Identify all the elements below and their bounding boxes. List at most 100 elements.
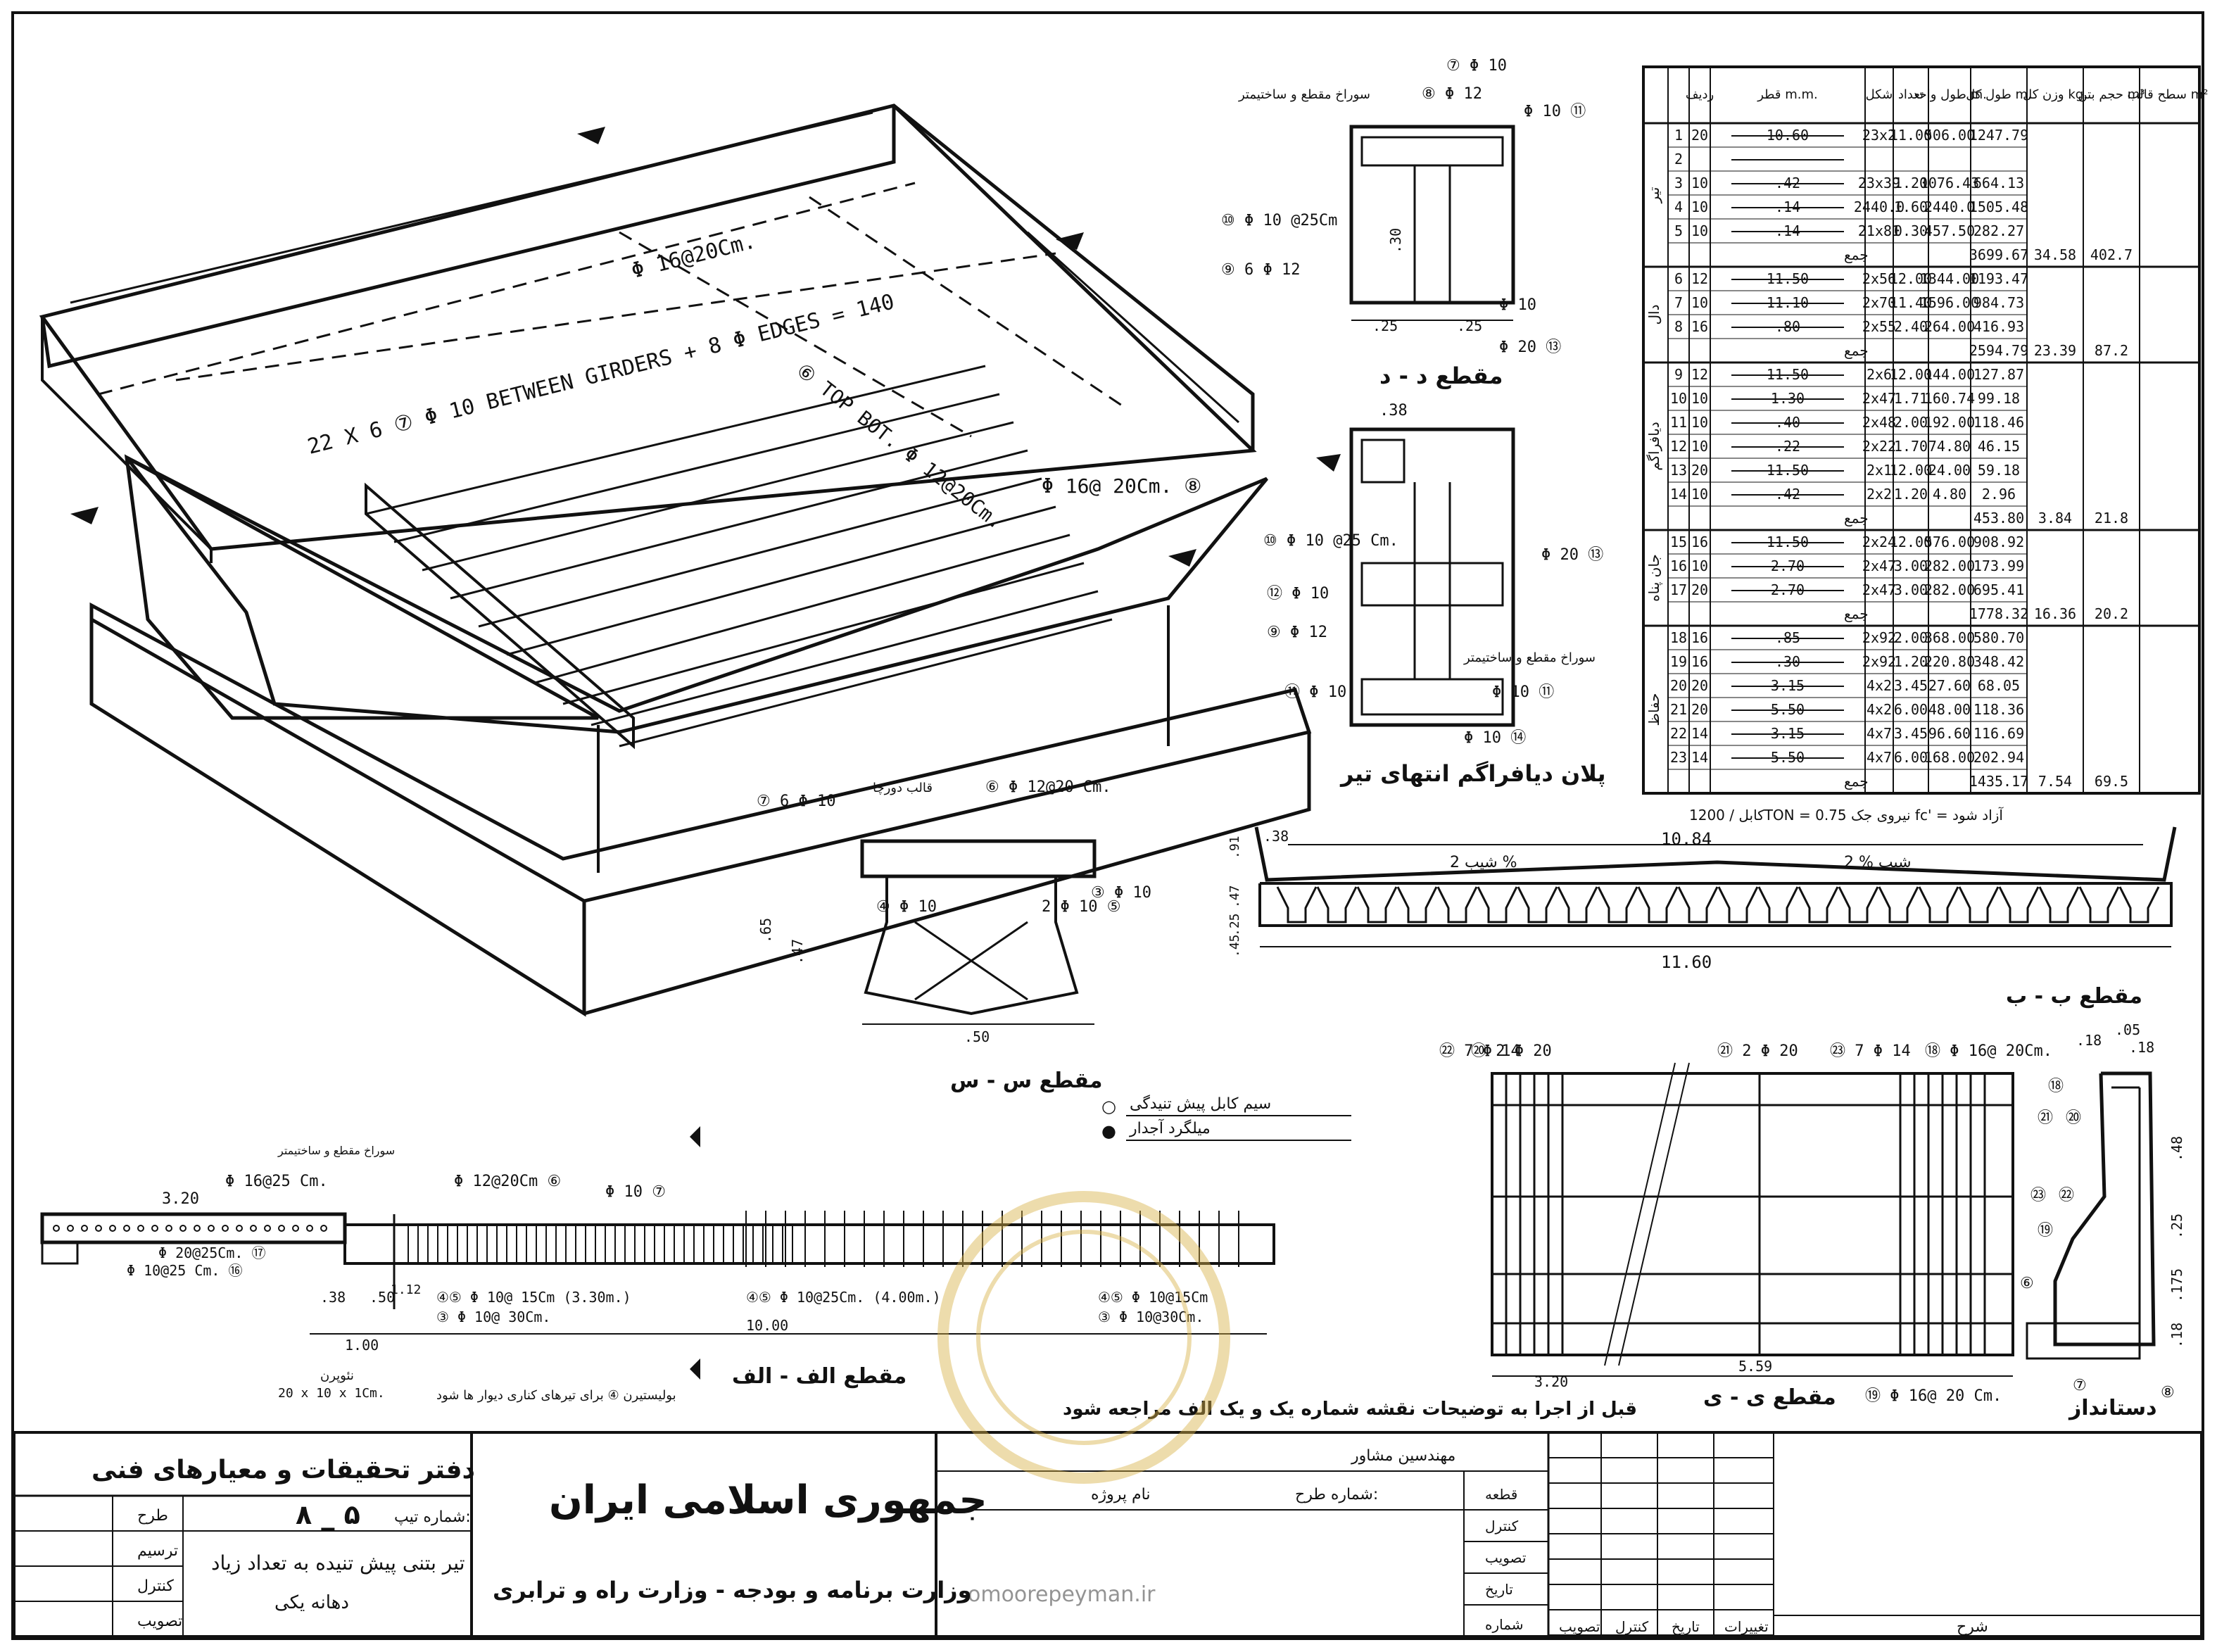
bb-slope-left: شیب 2 %: [1450, 854, 1517, 871]
table-cell: 144.00: [1924, 366, 1975, 383]
approval-row-0: قطعه: [1485, 1486, 1517, 1503]
table-header: شکل: [1866, 87, 1893, 102]
rev-col-0: تغییرات: [1724, 1618, 1769, 1635]
dia-label-7: Φ 10 ⑭: [1464, 729, 1526, 747]
table-header: حجم بتن m³: [2078, 87, 2145, 102]
dd-label-8: سوراخ مقطع و ساختیمتر: [1238, 87, 1370, 102]
table-cell: 14: [1691, 725, 1708, 742]
table-cell: 20: [1670, 677, 1687, 694]
bb-title: مقطع ب - ب: [2006, 984, 2142, 1009]
table-cell: 2x22: [1862, 438, 1896, 455]
table-cell: 10: [1691, 175, 1708, 191]
table-cell: 173.99: [1973, 557, 2024, 574]
section-bb: 10.84 11.60 شیب 2 % 2 % شیب .38 .91 .47 …: [1227, 826, 2177, 1009]
table-cell: 16: [1691, 318, 1708, 335]
table-total: 1435.17: [1969, 773, 2028, 790]
table-cell: 1.20: [1894, 175, 1928, 191]
aa-label-7: ③ Φ 10@ 30Cm.: [436, 1309, 550, 1325]
par-lbl-3: ㉓: [2030, 1187, 2046, 1204]
table-cell: 1.60: [1894, 198, 1928, 215]
table-cell: 14: [1691, 749, 1708, 766]
table-cell: 21x81: [1858, 222, 1900, 239]
section-ss: ⑦ 6 Φ 10 ⑥ Φ 12@20 Cm. قالب دورچا 2 Φ 10…: [757, 778, 1151, 1093]
table-cell: 282.00: [1924, 557, 1975, 574]
table-cell: 3.45: [1894, 677, 1928, 694]
table-cell: 1.20: [1894, 486, 1928, 503]
dia-label-3: ⑫ Φ 10: [1267, 585, 1329, 603]
aa-label-8: ④⑤ Φ 10@25Cm. (4.00m.): [746, 1289, 941, 1306]
table-cell: 3.00: [1894, 557, 1928, 574]
yy-label-5: ⑲ Φ 16@ 20 Cm.: [1865, 1387, 2002, 1405]
aa-label-13: .38: [320, 1289, 346, 1306]
table-cell: 1193.47: [1969, 270, 2028, 287]
country-name: جمهوری اسلامی ایران: [549, 1477, 987, 1523]
table-cell: 2x48: [1862, 414, 1896, 431]
watermark: omoorepeyman.ir: [937, 1191, 1230, 1607]
table-formwork: 402.7: [2090, 246, 2133, 263]
table-concrete: 3.84: [2038, 510, 2072, 527]
aa-title: مقطع الف - الف: [732, 1364, 907, 1389]
table-cell: 2x2: [1867, 486, 1892, 503]
aa-label-17: سوراخ مقطع و ساختیمتر: [277, 1144, 395, 1158]
table-concrete: 7.54: [2038, 773, 2072, 790]
yy-label-4: ⑱ Φ 16@ 20Cm.: [1925, 1042, 2052, 1060]
dd-label-2: ⑨ 6 Φ 12: [1221, 261, 1300, 279]
table-cell: 12: [1670, 438, 1687, 455]
diaphragm-plan: .38 Φ 20 ⑬ ⑩ Φ 10 @25 Cm. ⑫ Φ 10 ⑨ Φ 12 …: [1263, 402, 1606, 787]
table-cell: 908.92: [1973, 534, 2024, 550]
table-cell: 3: [1674, 175, 1683, 191]
table-total-label: جمع: [1844, 342, 1869, 359]
yy-label-3: ㉓ 7 Φ 14: [1830, 1042, 1911, 1060]
table-cell: 4x7: [1867, 725, 1892, 742]
table-cell: 282.27: [1973, 222, 2024, 239]
table-header: طول کل m.: [1966, 87, 2032, 102]
legend-text-1: میلگرد آجدار: [1129, 1118, 1211, 1137]
dd-label-1: ⑩ Φ 10 @25Cm: [1221, 212, 1337, 229]
section-aa: 3.20 Φ 16@25 Cm. Φ 12@20Cm ⑥ Φ 10 ⑦ Φ 20…: [40, 1126, 1275, 1403]
par-lbl-2: ⑳: [2066, 1109, 2081, 1127]
par-dim-2: .18: [2129, 1039, 2154, 1056]
aa-label-2: Φ 12@20Cm ⑥: [454, 1173, 561, 1190]
table-cell: 11.00: [1890, 127, 1932, 144]
table-cell: 2: [1674, 151, 1683, 168]
table-cell: 10: [1691, 390, 1708, 407]
table-cell: 9: [1674, 366, 1683, 383]
table-cell: 6: [1674, 270, 1683, 287]
role-approval: تصویب: [137, 1613, 182, 1630]
par-dim-5: .175: [2168, 1268, 2185, 1302]
sheet-number-label: شماره تیپ:: [394, 1508, 471, 1526]
table-cell: 2x47: [1862, 390, 1896, 407]
table-cell: 10: [1691, 294, 1708, 311]
table-cell: 6.00: [1894, 749, 1928, 766]
par-dim-1: .05: [2115, 1021, 2140, 1038]
project-sub: دهانه یکی: [274, 1592, 349, 1613]
table-cell: 1596.00: [1920, 294, 1979, 311]
aa-label-1: Φ 16@25 Cm.: [225, 1173, 328, 1190]
table-cell: 118.36: [1973, 701, 2024, 718]
edge-bar-label: Φ 16@ 20Cm. ⑧: [1042, 474, 1201, 498]
par-lbl-6: ⑥: [2020, 1275, 2034, 1292]
table-cell: 2440.0: [1924, 198, 1975, 215]
table-concrete: 16.36: [2034, 605, 2076, 622]
table-cell: 192.00: [1924, 414, 1975, 431]
project-name-label: نام پروژه: [1091, 1486, 1150, 1503]
table-cell: 984.73: [1973, 294, 2024, 311]
table-formwork: 69.5: [2095, 773, 2128, 790]
rev-col-2: کنترل: [1615, 1618, 1649, 1635]
role-drawing: ترسیم: [137, 1542, 178, 1560]
table-cell: 74.80: [1928, 438, 1971, 455]
table-cell: 12.00: [1890, 270, 1932, 287]
dd-label-3: ⑦ Φ 10: [1446, 57, 1507, 75]
table-cell: 2x92: [1862, 653, 1896, 670]
dia-label-2: ⑩ Φ 10 @25 Cm.: [1263, 532, 1398, 550]
dd-label-5: Φ 10 ⑪: [1524, 103, 1586, 120]
table-group-name: حفاظ: [1646, 693, 1662, 726]
table-cell: 16: [1670, 557, 1687, 574]
table-cell: 2x1: [1867, 462, 1892, 479]
table-cell: 46.15: [1978, 438, 2020, 455]
table-cell: 1.70: [1894, 438, 1928, 455]
table-cell: 2x55: [1862, 318, 1896, 335]
bb-dim-0: .38: [1263, 828, 1289, 845]
table-cell: 12.00: [1890, 366, 1932, 383]
table-cell: 10: [1691, 486, 1708, 503]
